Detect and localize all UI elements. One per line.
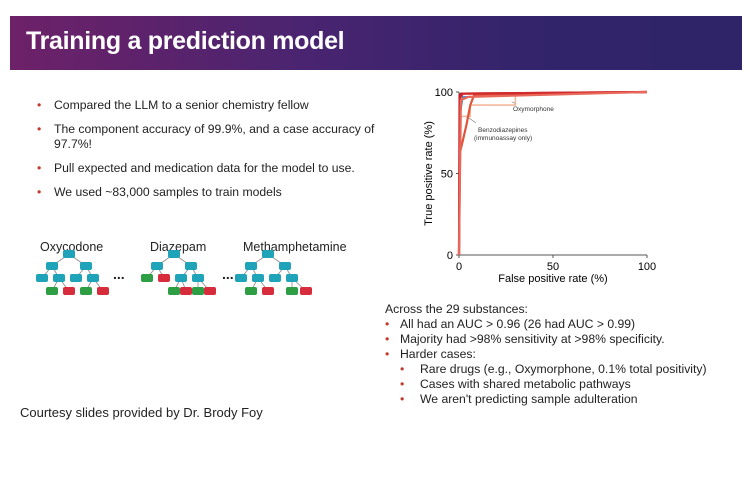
tree-node: [151, 262, 163, 270]
tree-node: [286, 287, 298, 295]
roc-line-oxymorphone: [458, 91, 648, 256]
tree-node: [141, 274, 153, 282]
x-tick-label: 50: [547, 261, 559, 273]
tree-label-oxycodone: Oxycodone: [40, 240, 104, 254]
roc-line-blue: [458, 91, 648, 256]
tree-node: [180, 287, 192, 295]
tree-node: [80, 262, 92, 270]
tree-node: [262, 250, 274, 258]
credit-text: Courtesy slides provided by Dr. Brody Fo…: [20, 405, 263, 420]
tree-node: [63, 287, 75, 295]
tree-node: [70, 274, 82, 282]
tree-node: [192, 274, 204, 282]
y-tick-label: 0: [447, 250, 453, 262]
bullet-item: Compared the LLM to a senior chemistry f…: [37, 98, 377, 113]
tree-node: [252, 274, 264, 282]
tree-node: [262, 287, 274, 295]
annotation-immunoassay: (immunoassay only): [474, 135, 532, 142]
tree-node: [235, 274, 247, 282]
x-tick-label: 0: [456, 261, 462, 273]
ellipsis: ...: [113, 266, 125, 282]
page-title: Training a prediction model: [26, 27, 345, 55]
tree-node: [286, 274, 298, 282]
annotation-oxymorphone: Oxymorphone: [513, 106, 554, 113]
sub-bullet-item: Rare drugs (e.g., Oxymorphone, 0.1% tota…: [400, 362, 745, 377]
tree-node: [46, 287, 58, 295]
tree-node: [53, 274, 65, 282]
tree-node: [175, 274, 187, 282]
x-tick-label: 100: [638, 261, 656, 273]
roc-line-substance-c: [457, 90, 648, 256]
ellipsis: ...: [222, 266, 234, 282]
tree-label-diazepam: Diazepam: [150, 240, 207, 254]
sub-bullet-item: We aren't predicting sample adulteration: [400, 392, 745, 407]
results-text: Across the 29 substances: All had an AUC…: [385, 302, 745, 407]
tree-node: [46, 262, 58, 270]
y-tick-label: 50: [441, 169, 453, 181]
results-intro: Across the 29 substances:: [385, 302, 528, 316]
bullet-item: Pull expected and medication data for th…: [37, 161, 377, 176]
tree-node: [245, 262, 257, 270]
decision-trees-diagram: [36, 250, 312, 295]
x-axis-label: False positive rate (%): [498, 273, 607, 285]
roc-line-substance-b: [457, 90, 648, 256]
title-bar: Training a prediction model: [10, 16, 742, 70]
roc-line-benzodiazepines: [457, 90, 648, 256]
tree-node: [63, 250, 75, 258]
tree-node: [279, 262, 291, 270]
tree-node: [158, 274, 170, 282]
bullet-item: We used ~83,000 samples to train models: [37, 185, 377, 200]
tree-node: [36, 274, 48, 282]
tree-node: [97, 287, 109, 295]
bullet-item: All had an AUC > 0.96 (26 had AUC > 0.99…: [385, 317, 745, 332]
tree-node: [192, 287, 204, 295]
annotation-leader: [511, 101, 516, 104]
annotation-leader: [468, 117, 477, 124]
bullet-item: The component accuracy of 99.9%, and a c…: [37, 122, 377, 152]
tree-node: [168, 287, 180, 295]
left-bullet-list: Compared the LLM to a senior chemistry f…: [37, 98, 377, 209]
roc-line-substance-a: [457, 90, 648, 256]
tree-node: [204, 287, 216, 295]
tree-node: [300, 287, 312, 295]
tree-node: [87, 274, 99, 282]
tree-node: [168, 250, 180, 258]
tree-node: [80, 287, 92, 295]
tree-node: [185, 262, 197, 270]
tree-node: [245, 287, 257, 295]
y-tick-label: 100: [435, 87, 453, 99]
tree-node: [269, 274, 281, 282]
sub-bullet-item: Cases with shared metabolic pathways: [400, 377, 745, 392]
y-axis-label: True positive rate (%): [423, 121, 435, 226]
annotation-benzodiazepines: Benzodiazepines: [478, 127, 528, 134]
bullet-item: Harder cases:: [385, 347, 745, 362]
bullet-item: Majority had >98% sensitivity at >98% sp…: [385, 332, 745, 347]
